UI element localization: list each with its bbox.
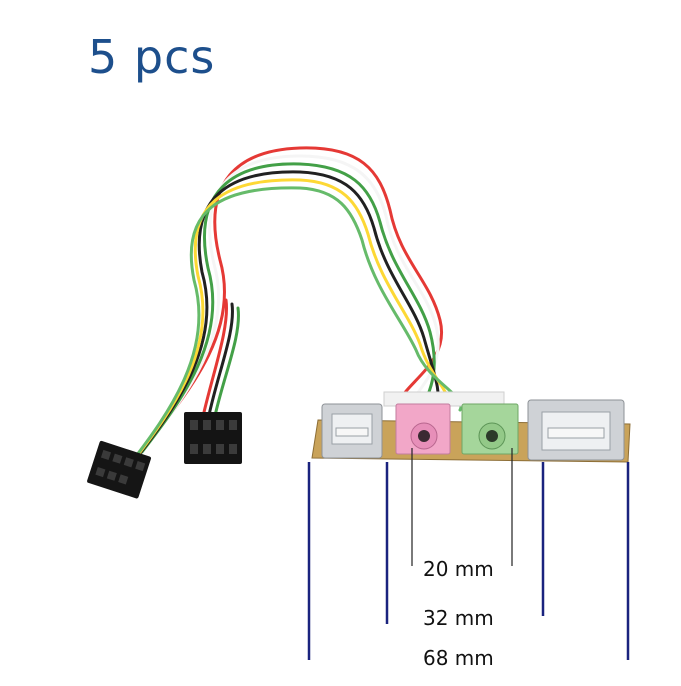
wire-harness <box>128 146 463 466</box>
dimension-label-outer: 68 mm <box>420 646 497 670</box>
dimension-label-inner: 20 mm <box>420 557 497 581</box>
audio-jack-pink <box>395 403 451 455</box>
pin-header-connector-small <box>87 440 152 499</box>
audio-jack-green <box>461 403 519 455</box>
quantity-label: 5 pcs <box>88 30 216 84</box>
usb-port-left <box>321 403 383 459</box>
dimension-lines-inner <box>411 448 513 566</box>
dimension-lines <box>307 462 630 660</box>
usb-port-right <box>527 399 625 461</box>
pin-header-connector-large <box>184 412 242 464</box>
dimension-label-middle: 32 mm <box>420 606 497 630</box>
